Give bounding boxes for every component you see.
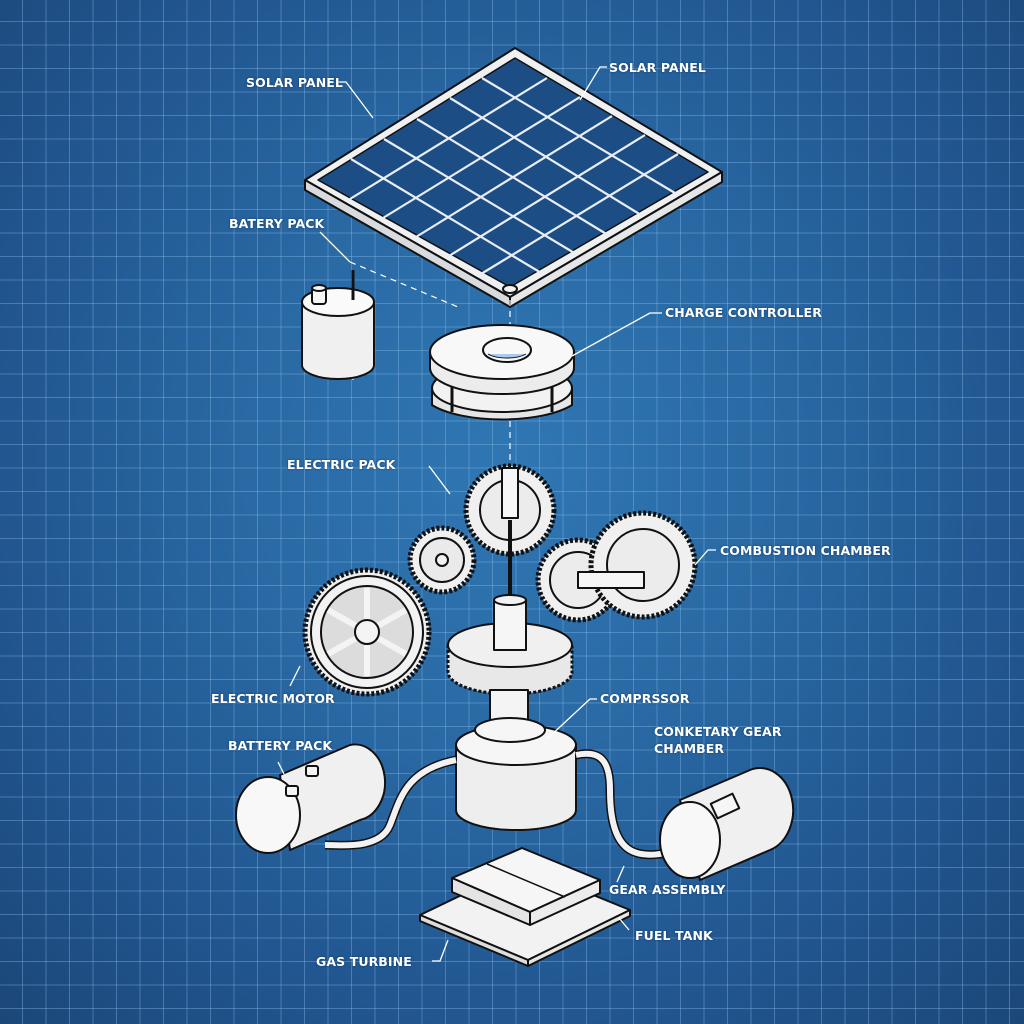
label-charge-controller: CHARGE CONTROLLER xyxy=(665,305,822,320)
charge-controller-disc xyxy=(429,324,575,421)
battery-tank-left xyxy=(235,743,387,854)
label-gas-turbine: GAS TURBINE xyxy=(316,954,412,969)
gas-turbine-block xyxy=(419,847,631,967)
gear-train xyxy=(302,463,698,697)
battery-cylinder-top xyxy=(301,270,375,380)
label-electric-pack: ELECTRIC PACK xyxy=(287,457,396,472)
label-gear-assembly: GEAR ASSEMBLY xyxy=(609,882,726,897)
solar-panel xyxy=(304,47,723,308)
label-batery-pack-top: BATERY PACK xyxy=(229,216,325,231)
label-combustion-chamber: COMBUSTION CHAMBER xyxy=(720,543,891,558)
label-conketary-gear-chamber: CONKETARY GEAR CHAMBER xyxy=(654,724,782,756)
compressor-housing xyxy=(455,689,577,831)
label-solar-panel-left: SOLAR PANEL xyxy=(246,75,343,90)
motor-cylinder-right xyxy=(659,767,795,881)
label-fuel-tank: FUEL TANK xyxy=(635,928,713,943)
label-battery-pack-bottom: BATTERY PACK xyxy=(228,738,333,753)
central-spiral-gear xyxy=(446,594,574,696)
label-compressor: COMPRSSOR xyxy=(600,691,690,706)
label-electric-motor: ELECTRIC MOTOR xyxy=(211,691,335,706)
label-solar-panel-right: SOLAR PANEL xyxy=(609,60,706,75)
